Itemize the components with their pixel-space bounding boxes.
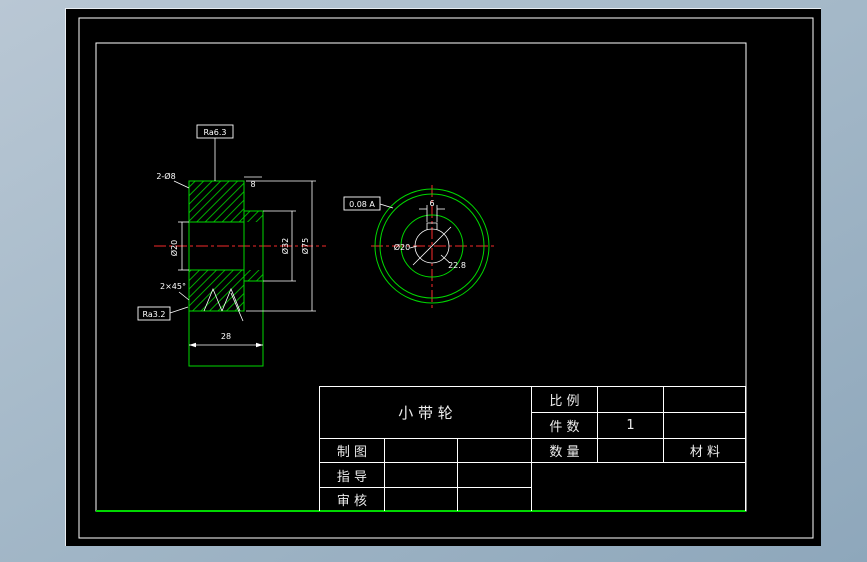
- left-view-geometry: [188, 180, 264, 367]
- keyway-dim-text: 6: [429, 199, 434, 208]
- left-view-section: 2-Ø8 8 Ø20 Ø32 Ø75 28: [137, 124, 326, 367]
- outer-circle: [374, 188, 490, 304]
- hatch-hub-top: [244, 211, 263, 222]
- material-label: 材 料: [663, 438, 746, 462]
- lower-extension-outline: [188, 281, 264, 367]
- cad-canvas[interactable]: 2-Ø8 8 Ø20 Ø32 Ø75 28: [65, 8, 821, 546]
- right-view-section: 6 Ø20 22.8 0.08 A: [343, 185, 494, 308]
- bore-and-keyway: [412, 222, 452, 266]
- roughness-side-box: [137, 306, 171, 321]
- quantity-label: 数 量: [531, 438, 597, 462]
- top-dim-text: 8: [250, 180, 255, 189]
- width-dim-arrow-right: [256, 342, 263, 348]
- hub-dim-text: Ø32: [280, 238, 290, 254]
- hub-boss-outline: [244, 210, 264, 282]
- title-block: 小 带 轮 比 例 件 数 1 制 图 数 量 材 料 指 导 审 核: [319, 386, 746, 511]
- pieces-label: 件 数: [531, 412, 597, 438]
- left-view-roughness-side: Ra3.2: [137, 306, 189, 321]
- bore-dim-leader-right: [409, 245, 418, 249]
- drawing-svg: 2-Ø8 8 Ø20 Ø32 Ø75 28: [78, 17, 814, 539]
- tolerance-box: [343, 196, 381, 211]
- left-view-grooves: [203, 287, 244, 322]
- outer-frame: [78, 17, 814, 539]
- hub-circle: [400, 214, 464, 278]
- top-note-leader: [173, 180, 190, 189]
- chamfer-note-text: 2×45°: [160, 282, 186, 291]
- top-note-text: 2-Ø8: [156, 171, 175, 181]
- scale-label: 比 例: [531, 386, 597, 412]
- drafter-name-cell: [384, 438, 457, 462]
- hatch-hub-bottom: [244, 270, 263, 281]
- right-view-tolerance: 0.08 A: [343, 196, 394, 211]
- left-view-roughness-top: Ra6.3: [196, 124, 234, 181]
- roughness-side-leader: [169, 306, 189, 314]
- left-view-dimensions: 2-Ø8 8 Ø20 Ø32 Ø75 28: [156, 171, 316, 348]
- chamfer-note-leader: [178, 291, 190, 301]
- scale-value: [597, 386, 663, 412]
- v-groove-2: [221, 287, 241, 312]
- width-dim-text: 28: [221, 332, 231, 341]
- company-cell: [531, 462, 746, 511]
- rim-circle: [379, 193, 485, 299]
- part-name: 小 带 轮: [319, 386, 531, 438]
- tolerance-leader: [379, 203, 394, 209]
- checker-date-cell: [457, 487, 531, 511]
- drafter-label: 制 图: [319, 438, 384, 462]
- quantity-value: [597, 438, 663, 462]
- checker-label: 审 核: [319, 487, 384, 511]
- outer-dim-text: Ø75: [300, 238, 310, 254]
- advisor-date-cell: [457, 462, 531, 487]
- scale-extra-cell: [663, 386, 746, 412]
- bore-dim-text: Ø20: [169, 240, 179, 256]
- bore-circle: [414, 228, 450, 264]
- hatch-bottom-rim: [189, 270, 244, 311]
- roughness-side-text: Ra3.2: [142, 310, 165, 319]
- body-outline: [188, 180, 245, 312]
- hatch-top-rim: [189, 181, 244, 222]
- right-view-dimensions: 6 Ø20 22.8: [394, 199, 466, 270]
- width-dim-arrow-left: [189, 342, 196, 348]
- drafter-date-cell: [457, 438, 531, 462]
- groove-leader: [230, 292, 244, 322]
- v-groove-1: [203, 287, 223, 312]
- bore-dim-text-right: Ø20: [394, 242, 410, 252]
- key-dim-leader: [440, 254, 451, 264]
- advisor-name-cell: [384, 462, 457, 487]
- checker-name-cell: [384, 487, 457, 511]
- roughness-top-text: Ra6.3: [203, 128, 226, 137]
- keyway-diagonal: [412, 226, 452, 266]
- sheet-frames: [78, 17, 814, 539]
- pieces-extra-cell: [663, 412, 746, 438]
- keyway-notch: [426, 222, 438, 230]
- tolerance-text: 0.08 A: [349, 200, 375, 209]
- key-dim-text: 22.8: [448, 261, 466, 270]
- advisor-label: 指 导: [319, 462, 384, 487]
- pieces-value: 1: [597, 412, 663, 438]
